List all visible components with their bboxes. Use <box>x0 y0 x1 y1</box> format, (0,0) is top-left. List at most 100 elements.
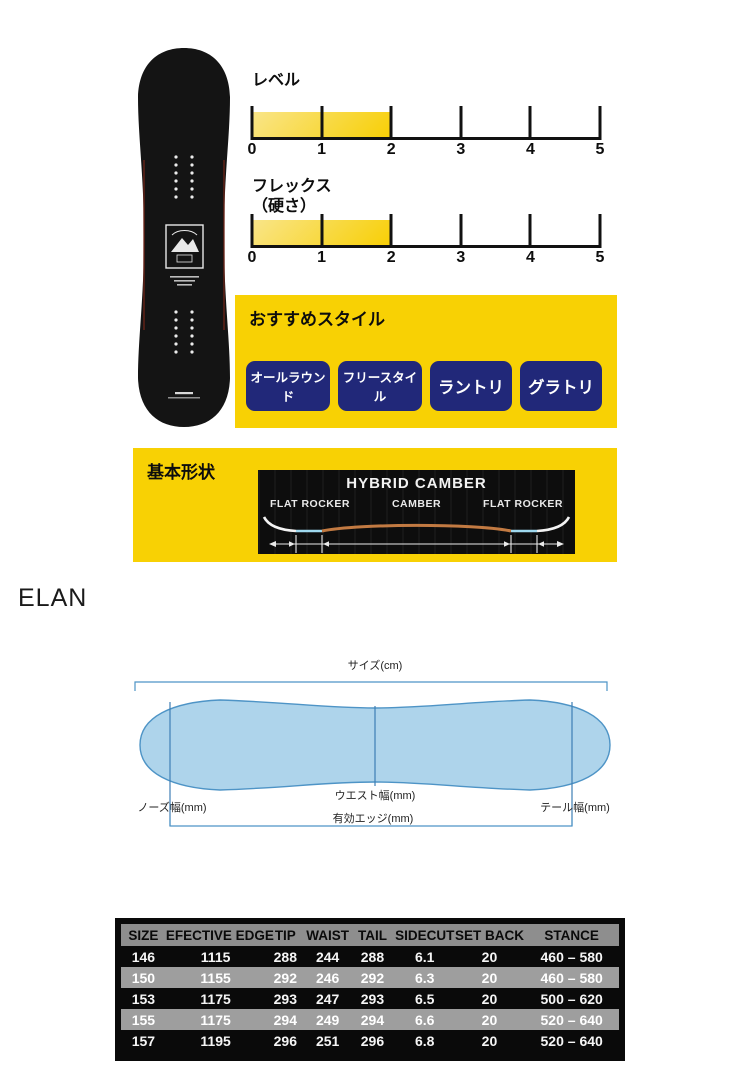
scale-tick <box>459 214 463 248</box>
spec-table-cell: 294 <box>265 1009 306 1030</box>
spec-table-cell: 6.1 <box>394 946 455 967</box>
spec-table-cell: 296 <box>265 1030 306 1051</box>
spec-table-header-cell: EFECTIVE EDGE <box>165 924 274 946</box>
scale-number: 1 <box>317 141 327 158</box>
scale-tick <box>598 214 602 248</box>
spec-table-cell: 1175 <box>165 988 266 1009</box>
brand-name: ELAN <box>18 584 88 612</box>
scale-number: 3 <box>456 141 466 158</box>
nose-width-label: ノーズ幅(mm) <box>137 800 206 814</box>
spec-table-cell: 460 – 580 <box>524 967 619 988</box>
flex-scale: 0 1 2 3 4 5 <box>248 212 604 270</box>
style-button-rantori[interactable]: ラントリ <box>430 361 512 411</box>
level-scale: 0 1 2 3 4 5 <box>248 104 604 162</box>
spec-table-cell: 294 <box>350 1009 395 1030</box>
spec-table-cell: 20 <box>454 946 525 967</box>
scale-tick <box>320 214 324 248</box>
style-button-freestyle[interactable]: フリースタイル <box>338 361 422 411</box>
zone-label-flat-rocker-left: FLAT ROCKER <box>270 498 350 510</box>
spec-table-cell: 293 <box>265 988 306 1009</box>
scale-number: 4 <box>525 141 535 158</box>
board-small-text <box>170 276 199 286</box>
level-label: レベル <box>252 72 301 89</box>
spec-table-cell: 247 <box>305 988 351 1009</box>
recommended-styles-heading: おすすめスタイル <box>249 310 385 329</box>
effective-edge-label: 有効エッジ(mm) <box>333 811 414 825</box>
spec-table-cell: 520 – 640 <box>524 1009 619 1030</box>
spec-table-cell: 146 <box>121 946 166 967</box>
spec-table-header-cell: SIZE <box>121 924 166 946</box>
scale-number: 5 <box>595 141 605 158</box>
spec-table-cell: 520 – 640 <box>524 1030 619 1051</box>
scale-tick <box>598 106 602 140</box>
board-dimension-diagram: サイズ(cm) ウエスト幅(mm) ノーズ幅(mm) テール幅(mm) 有効エッ… <box>134 658 611 827</box>
scale-number: 2 <box>386 249 396 266</box>
spec-table-cell: 20 <box>454 1030 525 1051</box>
hybrid-camber-diagram: HYBRID CAMBER FLAT ROCKER CAMBER FLAT RO… <box>258 470 575 554</box>
waist-width-label: ウエスト幅(mm) <box>335 789 416 802</box>
scale-number: 3 <box>456 249 466 266</box>
spec-table-cell: 251 <box>305 1030 351 1051</box>
scale-tick <box>320 106 324 140</box>
basic-shape-panel: 基本形状 HYBRID CAMBER FLAT ROCKER CAMBER FL… <box>133 448 617 562</box>
spec-table-cell: 20 <box>454 1009 525 1030</box>
spec-table-cell: 155 <box>121 1009 166 1030</box>
spec-table-cell: 153 <box>121 988 166 1009</box>
spec-table-header-cell: WAIST <box>305 924 351 946</box>
spec-table-cell: 6.6 <box>394 1009 455 1030</box>
flex-label-line1: フレックス <box>252 178 332 195</box>
snowboard-product-image <box>138 48 230 427</box>
recommended-styles-panel: おすすめスタイル オールラウンド フリースタイル ラントリ グラトリ <box>235 295 617 428</box>
spec-table-cell: 292 <box>265 967 306 988</box>
spec-table-cell: 296 <box>350 1030 395 1051</box>
spec-table-cell: 246 <box>305 967 351 988</box>
scale-number: 2 <box>386 141 396 158</box>
spec-table-cell: 244 <box>305 946 351 967</box>
tail-width-label: テール幅(mm) <box>540 801 610 814</box>
spec-table-cell: 6.5 <box>394 988 455 1009</box>
zone-label-flat-rocker-right: FLAT ROCKER <box>483 498 563 510</box>
spec-table-cell: 1175 <box>165 1009 266 1030</box>
style-button-guratori[interactable]: グラトリ <box>520 361 602 411</box>
zone-label-camber: CAMBER <box>391 498 442 510</box>
scale-tick <box>459 106 463 140</box>
spec-table-cell: 150 <box>121 967 166 988</box>
hybrid-camber-title: HYBRID CAMBER <box>346 475 487 492</box>
spec-table-cell: 460 – 580 <box>524 946 619 967</box>
camber-dimension-lines <box>270 535 563 553</box>
size-bracket <box>134 681 608 691</box>
scale-tick <box>389 106 393 140</box>
spec-table-cell: 157 <box>121 1030 166 1051</box>
spec-table-cell: 1195 <box>165 1030 266 1051</box>
spec-table-cell: 20 <box>454 988 525 1009</box>
scale-number: 1 <box>317 249 327 266</box>
scale-axis <box>252 137 600 140</box>
spec-table-cell: 20 <box>454 967 525 988</box>
scale-number: 0 <box>247 249 257 266</box>
basic-shape-heading: 基本形状 <box>147 463 215 482</box>
spec-table-cell: 1155 <box>165 967 266 988</box>
style-button-allround[interactable]: オールラウンド <box>246 361 330 411</box>
board-center-logo <box>165 224 204 269</box>
effective-edge-bracket <box>169 818 573 827</box>
spec-table-cell: 6.3 <box>394 967 455 988</box>
spec-table-cell: 293 <box>350 988 395 1009</box>
scale-axis <box>252 245 600 248</box>
scale-tick <box>528 106 532 140</box>
binding-insert-dots <box>174 155 194 199</box>
scale-tick <box>528 214 532 248</box>
spec-table-cell: 6.8 <box>394 1030 455 1051</box>
scale-tick <box>250 214 254 248</box>
spec-table-cell: 1115 <box>165 946 266 967</box>
board-bottom-text <box>168 392 200 399</box>
camber-profile-curve <box>262 516 571 553</box>
